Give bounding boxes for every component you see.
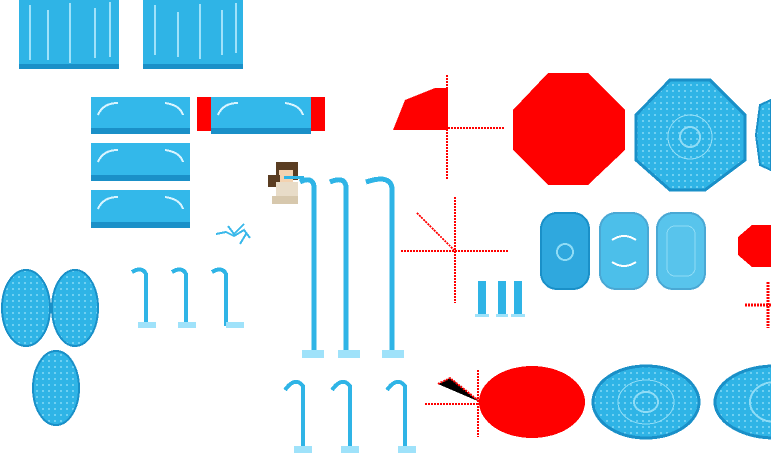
water-orb-icon <box>1 269 99 426</box>
collision-ellipse-icon <box>479 366 585 438</box>
collision-circle-partial-icon <box>738 225 771 267</box>
collision-octagon-icon <box>513 73 625 185</box>
fountain-jet-small-icon <box>130 267 228 326</box>
water-pool-ellipse-partial-icon <box>713 364 771 440</box>
water-block-marked-icon <box>197 97 325 134</box>
water-block-icon <box>91 97 190 134</box>
fountain-base-splash-icon <box>294 446 416 453</box>
water-pool-octagon-icon <box>634 78 747 192</box>
collision-marker-icon <box>425 370 481 437</box>
water-splash-icon <box>215 223 251 245</box>
water-block-icon <box>91 143 190 181</box>
collision-marker-icon <box>745 282 771 328</box>
collision-marker-icon <box>393 75 505 180</box>
waterfall-tile-icon <box>19 0 119 69</box>
fountain-base-splash-icon <box>138 322 244 328</box>
fountain-jet-tall-icon <box>298 176 395 356</box>
water-pillar-icon <box>475 281 525 317</box>
water-capsule-icon <box>540 212 706 290</box>
water-pool-ellipse-icon <box>591 364 701 440</box>
fountain-jet-medium-icon <box>283 379 407 448</box>
water-block-icon <box>91 190 190 228</box>
water-pool-octagon-partial-icon <box>754 98 771 172</box>
character-sprite-icon <box>268 162 304 204</box>
collision-marker-icon <box>401 197 508 303</box>
waterfall-tile-icon <box>143 0 243 69</box>
fountain-base-splash-icon <box>302 350 404 358</box>
